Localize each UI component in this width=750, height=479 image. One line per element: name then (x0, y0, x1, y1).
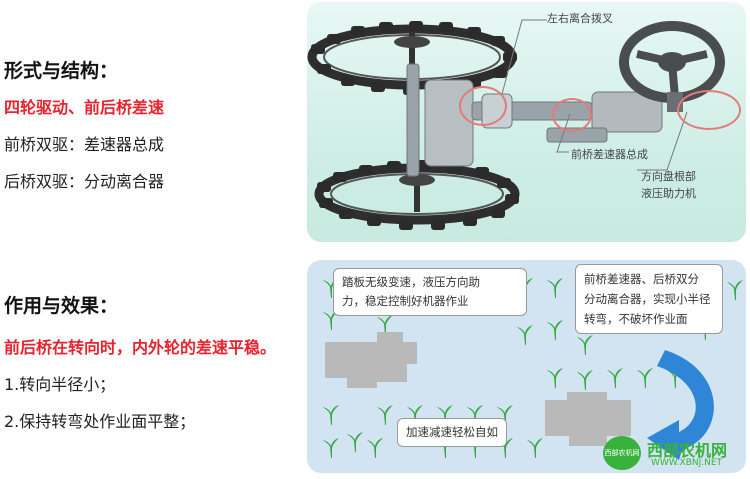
callout-clutch-fork: 左右离合拨叉 (547, 12, 613, 25)
bubble-right-line-3: 转弯，不破坏作业面 (584, 312, 688, 326)
bubble-bottom: 加速减速轻松自如 (397, 418, 507, 447)
turning-arrow (647, 350, 714, 460)
watermark-text: 西部农机网 (647, 441, 728, 460)
drivetrain-drawing (307, 19, 725, 230)
section2-line-1: 1.转向半径小； (4, 375, 116, 394)
section1-line-1: 前桥双驱：差速器总成 (4, 135, 165, 154)
section2-highlight: 前后桥在转向时，内外轮的差速平稳。 (4, 338, 277, 357)
bubble-right-line-2: 分动离合器，实现小半径 (584, 292, 711, 306)
sprout-icon (377, 315, 393, 335)
highlight-circle-fork (459, 86, 507, 126)
sprout-icon (527, 438, 543, 458)
sprout-icon (367, 438, 383, 458)
sprout-icon (497, 405, 513, 425)
sprout-icon (727, 280, 743, 300)
sprout-icon (347, 432, 363, 452)
sprout-icon (577, 370, 593, 390)
callout-steering-1: 方向盘根部 (641, 170, 696, 183)
bubble-bottom-text: 加速减速轻松自如 (406, 425, 498, 439)
sprout-icon (667, 368, 683, 388)
section1-line-2: 后桥双驱：分动离合器 (4, 172, 165, 191)
sprout-icon (437, 405, 453, 425)
machine-silhouettes (325, 332, 714, 460)
highlight-circle-steering (677, 90, 741, 130)
sprout-icon (637, 368, 653, 388)
sprout-icon (323, 310, 339, 330)
bubble-right-line-1: 前桥差速器、后桥双分 (584, 272, 699, 286)
section1-highlight: 四轮驱动、前后桥差速 (4, 98, 165, 117)
bubble-right: 前桥差速器、后桥双分 分动离合器，实现小半径 转弯，不破坏作业面 (575, 264, 723, 334)
sprout-icon (517, 325, 533, 345)
turning-illustration: 踏板无级变速，液压方向助 力，稳定控制好机器作业 前桥差速器、后桥双分 分动离合… (307, 260, 746, 473)
sprout-icon (323, 405, 339, 425)
sprout-icon (547, 368, 563, 388)
sprout-icon (377, 405, 393, 425)
callout-steering-2: 液压助力机 (641, 187, 696, 200)
xbnj-logo-icon: 西部农机网 (603, 436, 641, 470)
bubble-left: 踏板无级变速，液压方向助 力，稳定控制好机器作业 (333, 268, 527, 316)
sprout-icon (607, 368, 623, 388)
watermark-url: WWW.XBNJ.NET (651, 458, 723, 468)
callout-front-diff: 前桥差速器总成 (571, 148, 648, 161)
sprout-icon (547, 320, 563, 340)
sprout-icon (547, 278, 563, 298)
drivetrain-illustration: 左右离合拨叉 前桥差速器总成 方向盘根部 液压助力机 (307, 2, 746, 242)
sprout-icon (323, 438, 339, 458)
sprout-icon (407, 405, 423, 425)
bubble-left-line-1: 踏板无级变速，液压方向助 (342, 275, 480, 289)
section2-line-2: 2.保持转弯处作业面平整； (4, 412, 196, 431)
bubble-left-line-2: 力，稳定控制好机器作业 (342, 294, 469, 308)
highlight-circle-diff (552, 98, 592, 132)
sprout-icon (577, 335, 593, 355)
steering-wheel (619, 21, 725, 112)
section2-heading: 作用与效果： (4, 295, 119, 317)
section1-heading: 形式与结构： (4, 60, 119, 82)
sprout-icon (467, 405, 483, 425)
sprout-icon (323, 278, 339, 298)
